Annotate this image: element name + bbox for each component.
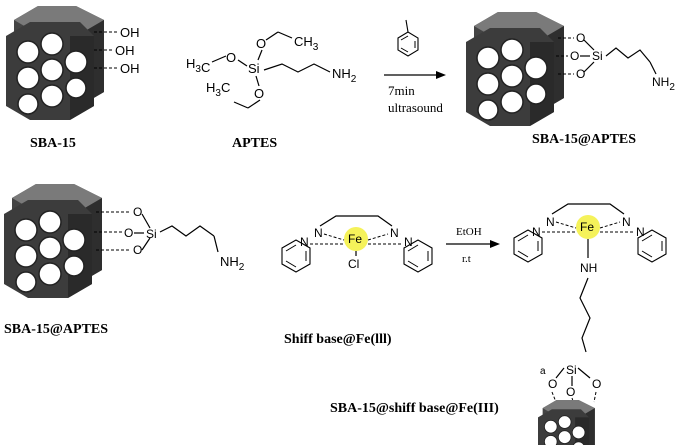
o-atom: O <box>576 31 585 45</box>
n-atom: N <box>622 215 631 229</box>
reaction-arrow-1: 7min ultrasound <box>384 19 446 115</box>
condition-time: 7min <box>388 83 415 98</box>
o-atom: O <box>133 243 142 257</box>
sba15-small-particle-icon <box>537 399 596 445</box>
aptes-graft-top: O O O Si NH2 <box>556 31 675 93</box>
h3c-group-1: H3CHC <box>186 56 210 75</box>
condition-temperature: r.t <box>462 253 471 265</box>
label-sba15: SBA-15 <box>30 136 76 151</box>
o-atom: O <box>548 377 557 391</box>
fe-highlight <box>344 227 368 251</box>
nh2-group: NH2 <box>220 254 245 273</box>
toluene-icon <box>397 19 419 57</box>
n-atom: N <box>404 235 413 249</box>
o-atom: O <box>576 67 585 81</box>
o-atom: O <box>570 49 579 63</box>
oh-label-2: OH <box>115 43 135 58</box>
aptes-structure: Si O O O CH3 H3CHC H3C NH2 <box>186 31 357 109</box>
o-atom: O <box>124 226 133 240</box>
fe-atom: Fe <box>348 232 362 246</box>
si-atom: Si <box>248 61 260 76</box>
n-atom: N <box>390 226 399 240</box>
nh-group: NH <box>580 261 597 275</box>
h3c-group-2: H3C <box>206 80 230 99</box>
hydroxyl-groups: OH OH OH <box>94 25 140 76</box>
si-atom: Si <box>592 49 603 63</box>
n-atom: N <box>314 226 323 240</box>
o-atom-left: O <box>226 50 236 65</box>
oh-label-3: OH <box>120 61 140 76</box>
label-final-product: SBA-15@shiff base@Fe(III) <box>330 401 499 416</box>
si-atom: Si <box>146 227 157 241</box>
nh2-group: NH2 <box>332 66 357 85</box>
n-atom: N <box>532 225 541 239</box>
nh2-group: NH2 <box>652 75 675 93</box>
o-atom: O <box>566 385 575 399</box>
shiff-base-fe-complex: Fe N N N N Cl <box>281 215 433 273</box>
o-atom-top: O <box>256 36 266 51</box>
o-atom-bottom: O <box>254 86 264 101</box>
si-atom: Si <box>566 363 577 377</box>
n-atom: N <box>636 225 645 239</box>
label-aptes: APTES <box>232 136 277 151</box>
sba15-aptes-particle-icon-top <box>465 11 565 127</box>
ch3-group: CH3 <box>294 34 319 53</box>
fe-highlight <box>576 215 600 239</box>
sba15-particle-icon <box>5 5 105 121</box>
sba15-aptes-particle-icon-bottom <box>3 183 103 299</box>
o-atom: O <box>133 205 142 219</box>
label-shiff-base-fe: Shiff base@Fe(lll) <box>284 332 392 347</box>
n-atom: N <box>300 235 309 249</box>
aptes-graft-bottom: O O O Si NH2 <box>94 205 245 273</box>
label-sba15-aptes-top: SBA-15@APTES <box>532 132 636 147</box>
cl-atom: Cl <box>348 257 359 271</box>
condition-solvent: EtOH <box>456 226 482 238</box>
label-sba15-aptes-bottom: SBA-15@APTES <box>4 322 108 337</box>
annotation-a: a <box>540 366 546 377</box>
n-atom: N <box>546 215 555 229</box>
o-atom: O <box>592 377 601 391</box>
condition-method: ultrasound <box>388 100 443 115</box>
reaction-arrow-2: EtOH r.t <box>446 226 500 265</box>
fe-atom: Fe <box>580 220 594 234</box>
oh-label-1: OH <box>120 25 140 40</box>
product-fe-complex: Fe N N N N NH Si O O O a <box>513 203 667 405</box>
